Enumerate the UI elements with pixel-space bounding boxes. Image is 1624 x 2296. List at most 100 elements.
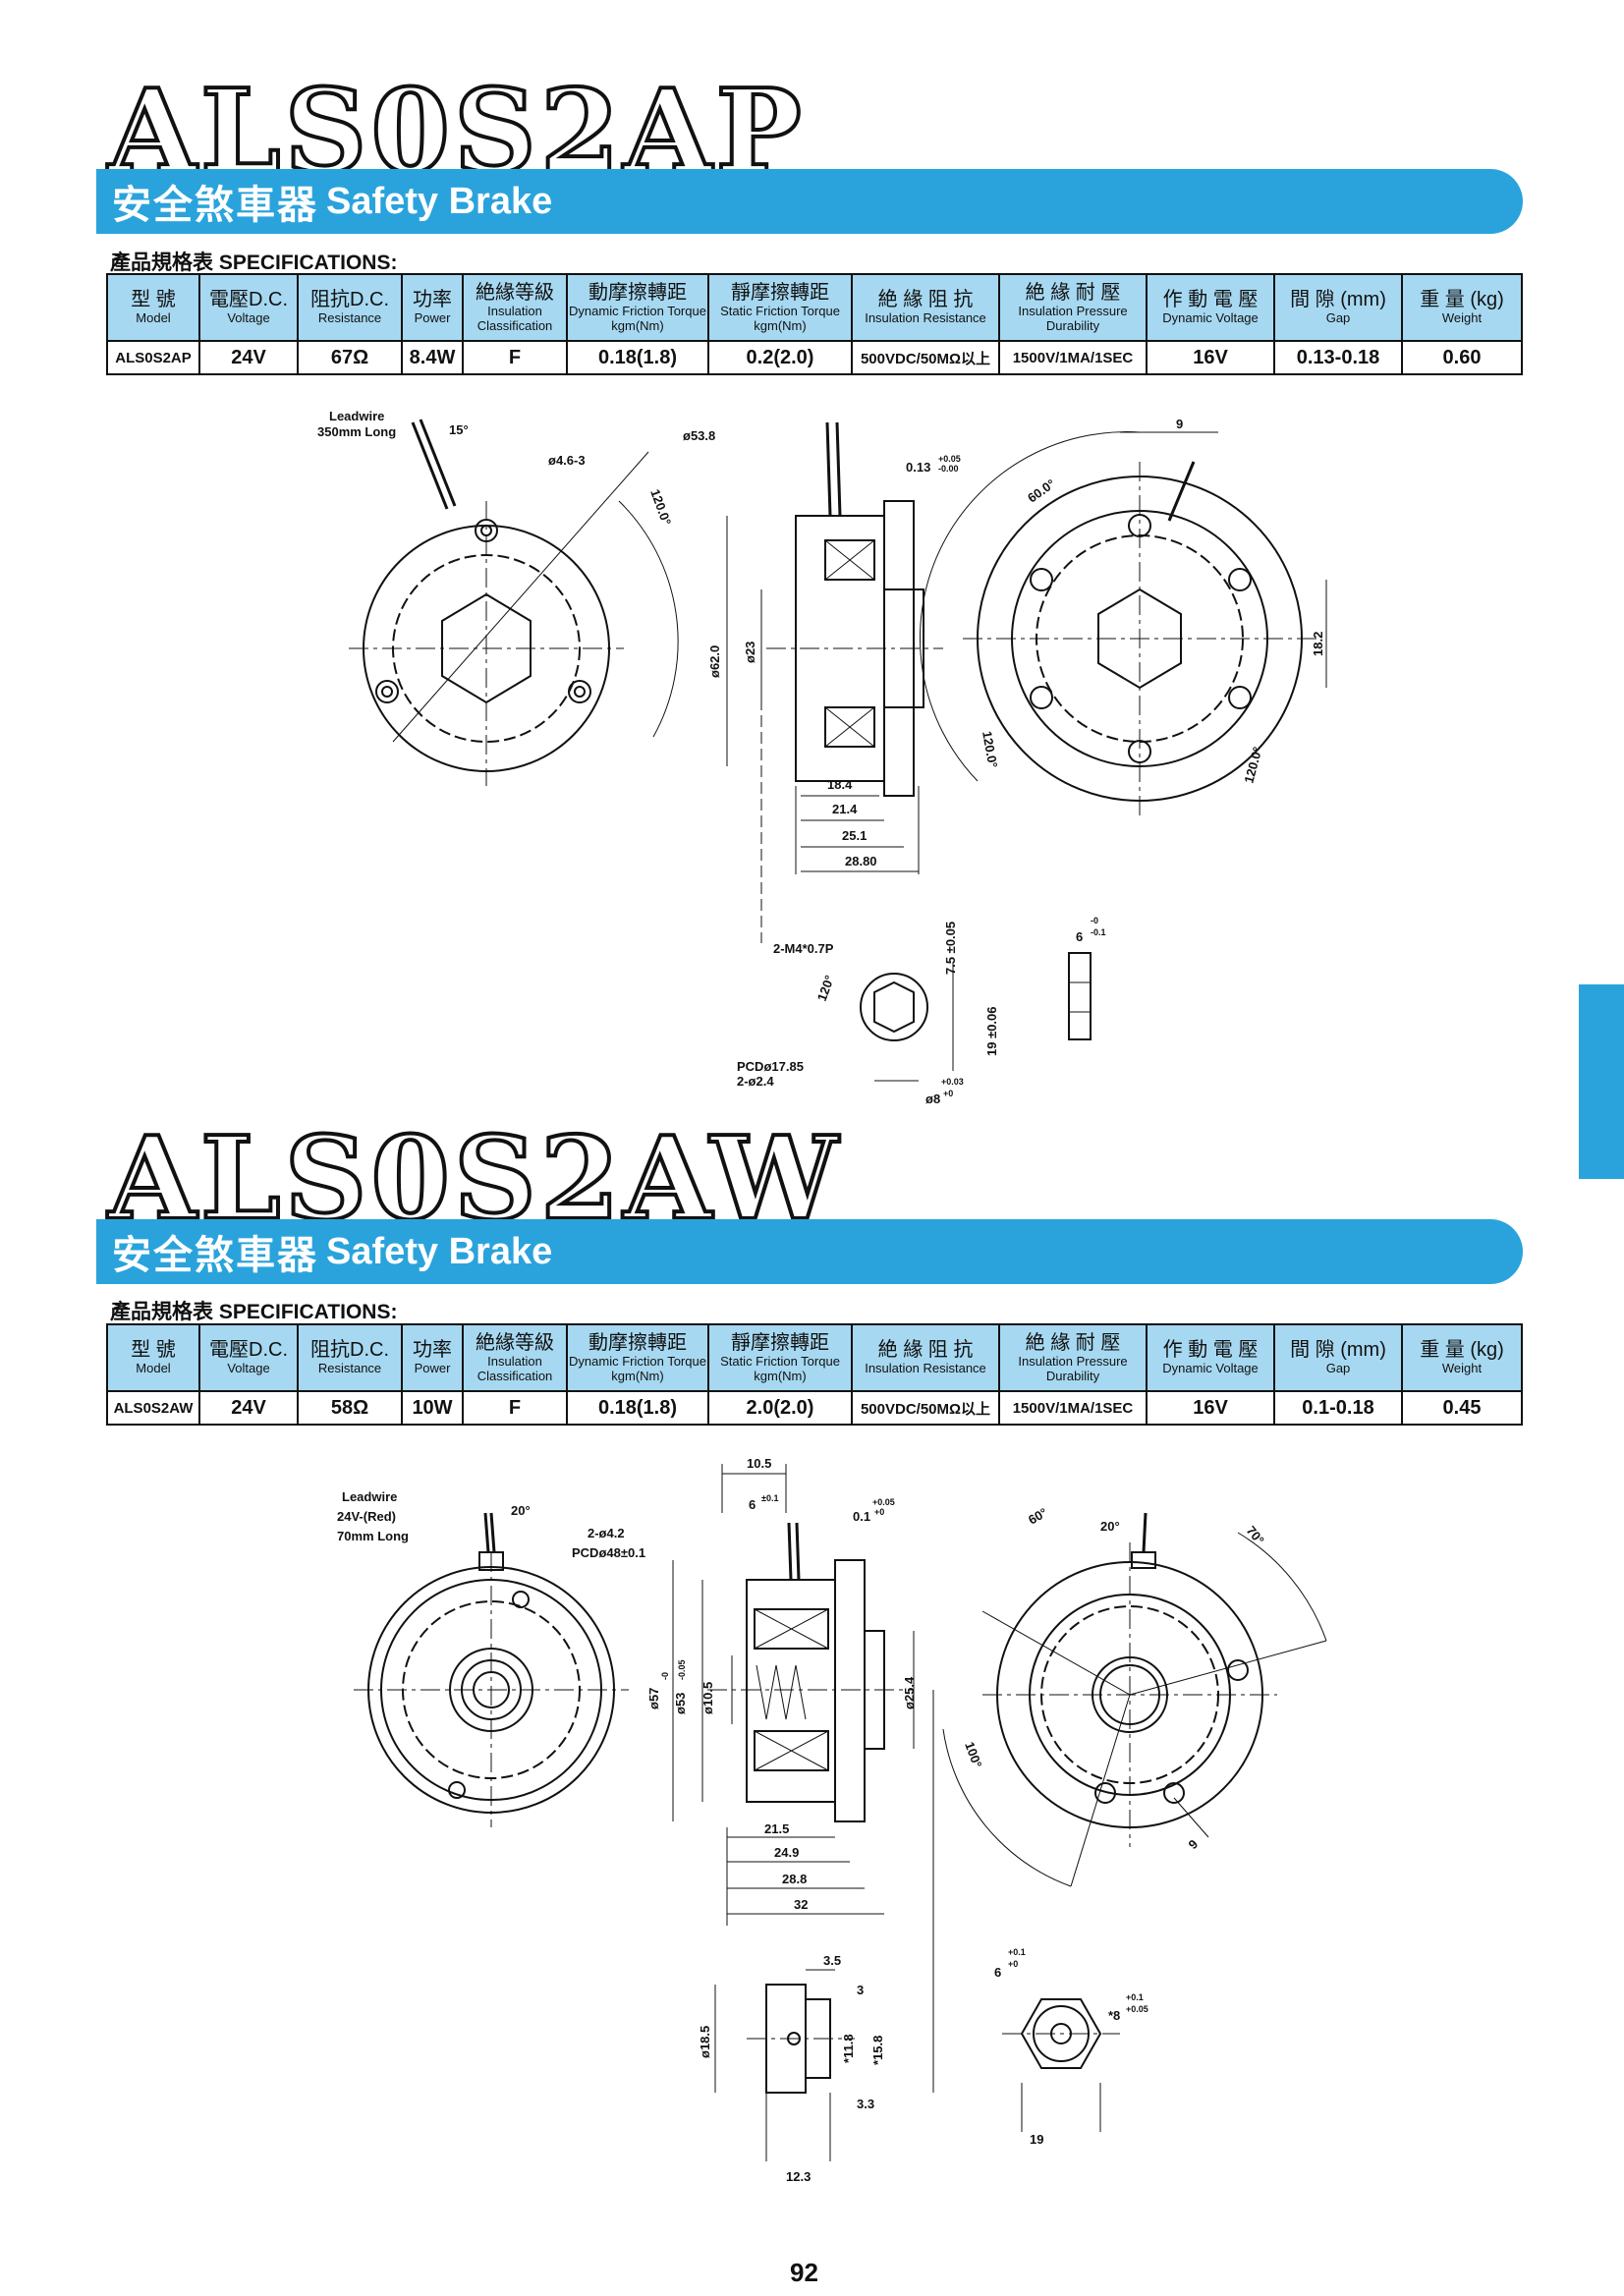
dim-leadwire-length: 350mm Long [317,424,396,439]
col-gap: 間 隙 (mm)Gap [1273,273,1403,342]
cell-insulation-resistance: 500VDC/50MΩ以上 [851,1390,1000,1426]
cell-gap: 0.13-0.18 [1273,340,1403,375]
cell-dynamic-voltage: 16V [1146,340,1275,375]
dim-dia-53-tol-a: -0 [660,1672,670,1680]
cell-resistance: 67Ω [297,340,403,375]
technical-drawing-1: Leadwire 350mm Long 15° ø4.6-3 ø53.8 120… [317,409,1327,1106]
dim-dia-254: ø25.4 [902,1676,917,1709]
dim-width-6-tol-b: -0.1 [1091,927,1106,937]
col-weight: 重 量 (kg)Weight [1401,273,1523,342]
cell-insulation-pressure: 1500V/1MA/1SEC [998,340,1148,375]
dim-angle-120c: 120.0° [1241,745,1264,784]
cell-dynamic-torque: 0.18(1.8) [566,340,709,375]
dim-len-214: 21.4 [832,802,858,816]
dim-len-6-tol: ±0.1 [761,1493,778,1503]
cell-model: ALS0S2AP [106,340,200,375]
dim-angle-120: 120.0° [647,487,674,528]
dim-width-6-tol-zero: +0 [1008,1959,1018,1969]
cell-dynamic-torque: 0.18(1.8) [566,1390,709,1426]
dim-gap-tol-plus: +0.05 [872,1497,895,1507]
cell-static-torque: 0.2(2.0) [707,340,853,375]
dim-bore-tol-plus: +0.03 [941,1077,964,1087]
dim-len-123: 12.3 [786,2169,811,2184]
banner-en: Safety Brake [326,1230,553,1272]
col-gap: 間 隙 (mm)Gap [1273,1323,1403,1392]
cell-voltage: 24V [198,1390,299,1426]
dim-len-3: 3 [857,1983,864,1997]
dim-gap: 0.1 [853,1509,870,1524]
dim-gap-tol-minus: -0.00 [938,464,959,474]
spec-data-row: ALS0S2AP 24V 67Ω 8.4W F 0.18(1.8) 0.2(2.… [106,340,1523,375]
dim-width-6: 6 [1076,929,1083,944]
banner-zh: 安全煞車器 [112,183,318,228]
dim-bore: ø8 [925,1092,940,1106]
cell-insulation-class: F [462,340,568,375]
dim-dia-185: ø18.5 [698,2026,712,2058]
cell-static-torque: 2.0(2.0) [707,1390,853,1426]
col-resistance: 阻抗D.C.Resistance [297,273,403,342]
cell-power: 10W [401,1390,464,1426]
dim-len-6: 6 [749,1497,756,1512]
dim-leadwire: Leadwire [329,409,384,423]
cell-insulation-class: F [462,1390,568,1426]
dim-len-158: *15.8 [870,2036,885,2065]
dim-len-184: 18.4 [827,777,853,792]
col-voltage: 電壓D.C.Voltage [198,273,299,342]
cell-weight: 0.45 [1401,1390,1523,1426]
dim-angle-60: 60° [1026,1505,1050,1528]
cell-resistance: 58Ω [297,1390,403,1426]
technical-drawing-2: Leadwire 24V-(Red) 70mm Long 20° 2-ø4.2 … [337,1456,1327,2184]
dim-bore-tol-plus: +0.1 [1126,1992,1144,2002]
dim-len-35: 3.5 [823,1953,841,1968]
dim-hole: ø4.6-3 [548,453,586,468]
dim-gap: 0.13 [906,460,930,475]
dim-bore-tol-zero: +0 [943,1089,953,1098]
side-color-tab [1579,984,1624,1179]
dim-leadwire-length: 70mm Long [337,1529,409,1543]
dim-angle-100: 100° [962,1740,984,1769]
dim-holes: 2-ø2.4 [737,1074,774,1089]
page-number: 92 [790,2258,818,2287]
spec-heading-1: 產品規格表 SPECIFICATIONS: [110,252,398,274]
cell-dynamic-voltage: 16V [1146,1390,1275,1426]
col-voltage: 電壓D.C.Voltage [198,1323,299,1392]
dim-leadwire-voltage: 24V-(Red) [337,1509,396,1524]
dim-dia-23: ø23 [743,642,757,663]
dim-dia-57: ø57 [646,1688,661,1709]
dim-width-6: 6 [994,1965,1001,1980]
dim-height-19: 19 ±0.06 [984,1006,999,1056]
dim-pcd: PCDø48±0.1 [572,1545,645,1560]
banner-en: Safety Brake [326,180,553,222]
dim-len-105: 10.5 [747,1456,771,1471]
dim-len-249: 24.9 [774,1845,799,1860]
dim-len-251: 25.1 [842,828,867,843]
dim-angle-120b: 120.0° [980,730,1000,769]
cell-gap: 0.1-0.18 [1273,1390,1403,1426]
dim-width-19: 19 [1030,2132,1043,2147]
cell-insulation-pressure: 1500V/1MA/1SEC [998,1390,1148,1426]
dim-gap-tol-zero: +0 [874,1507,884,1517]
col-resistance: 阻抗D.C.Resistance [297,1323,403,1392]
section-banner-2: 安全煞車器 Safety Brake [96,1219,1523,1284]
dim-len-32: 32 [794,1897,808,1912]
dim-len-118: *11.8 [841,2034,856,2063]
model-title-2: ALS0S2AW [106,1112,843,1246]
dim-bore-8: *8 [1108,2008,1120,2023]
dim-height-182: 18.2 [1311,632,1325,656]
col-weight: 重 量 (kg)Weight [1401,1323,1523,1392]
